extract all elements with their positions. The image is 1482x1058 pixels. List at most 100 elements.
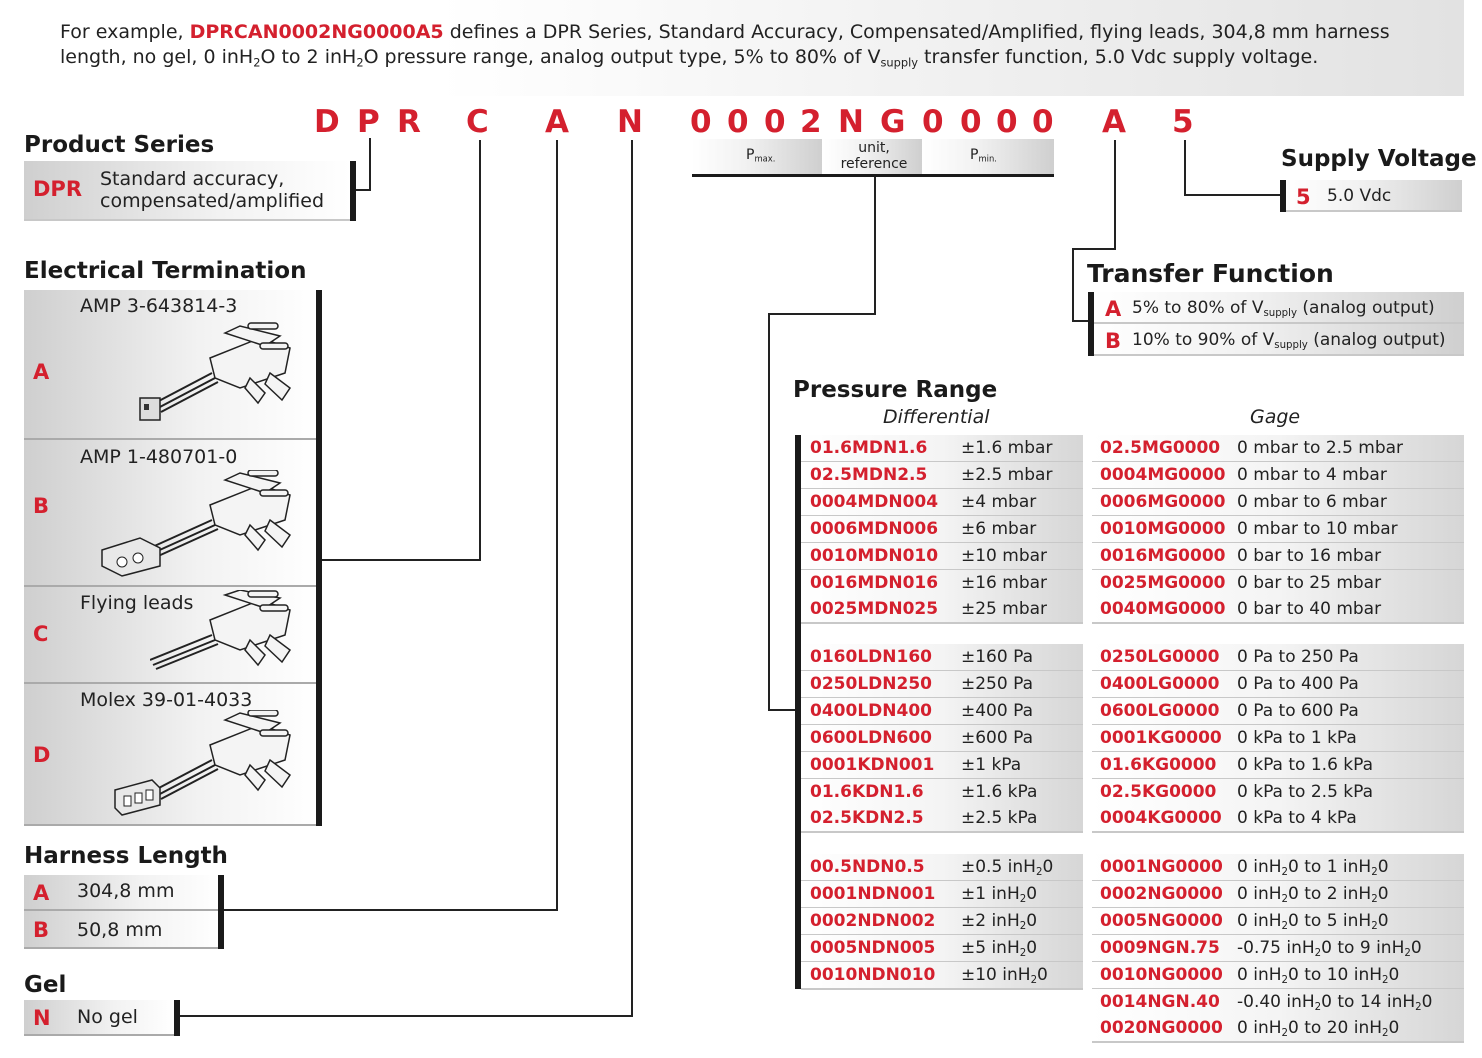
pressure-code: 0001KDN001	[810, 754, 935, 775]
pressure-range-value: ±25 mbar	[961, 599, 1048, 620]
amp-connector-sensor-image	[139, 322, 292, 421]
pressure-code: 0016MDN016	[810, 572, 939, 593]
pressure-range-value: ±5 inH20	[961, 937, 1038, 959]
transfer-option-b	[1094, 324, 1464, 356]
gage-label: Gage	[1250, 406, 1301, 428]
gel-title: Gel	[24, 972, 67, 998]
termination-label: Molex 39-01-4033	[80, 689, 253, 711]
pressure-code: 0001KG0000	[1100, 727, 1222, 748]
code-letter: A	[1102, 104, 1127, 140]
pressure-code: 0400LG0000	[1100, 673, 1220, 694]
pressure-code: 0160LDN160	[810, 647, 932, 667]
pressure-code: 0600LG0000	[1100, 700, 1220, 721]
pressure-range-value: ±1 kPa	[961, 754, 1022, 775]
pressure-range-value: ±1.6 mbar	[961, 438, 1053, 458]
pressure-code: 0400LDN400	[810, 700, 932, 721]
pressure-row: 0160LDN160 ±160 Pa	[801, 644, 1083, 672]
amp-connector-sensor-image	[101, 470, 292, 577]
supply-voltage-title: Supply Voltage	[1281, 146, 1477, 172]
pressure-row: 0005NDN005±5 inH20	[801, 934, 1083, 963]
pressure-code: 0001NG0000	[1100, 857, 1223, 877]
code-letter: 0	[727, 104, 750, 140]
pressure-row: 0400LG0000 0 Pa to 400 Pa	[1092, 670, 1464, 699]
pressure-range-value: 0 inH20 to 1 inH20	[1237, 857, 1389, 879]
harness-option-b	[24, 911, 218, 949]
product-series-title: Product Series	[24, 132, 215, 158]
gel-label: No gel	[77, 1006, 138, 1028]
pressure-row: 0016MDN016 ±16 mbar	[801, 569, 1083, 598]
pressure-row: 01.6KDN1.6±1.6 kPa	[801, 778, 1083, 807]
pressure-code: 0020NG0000	[1100, 1018, 1223, 1039]
transfer-label: 5% to 80% of Vsupply (analog output)	[1132, 298, 1435, 320]
pressure-code: 0010MG0000	[1100, 518, 1226, 539]
termination-code: B	[33, 494, 50, 518]
code-letter: 2	[800, 104, 823, 140]
pressure-range-value: 0 kPa to 1 kPa	[1237, 727, 1357, 748]
code-letter: D	[314, 104, 341, 140]
code-letter: 5	[1172, 104, 1195, 140]
pressure-range-value: -0.75 inH20 to 9 inH20	[1237, 937, 1422, 959]
harness-label: 304,8 mm	[77, 880, 175, 902]
pressure-code: 0014NGN.40	[1100, 991, 1220, 1012]
pressure-code: 02.5KG0000	[1100, 781, 1217, 802]
pressure-range-value: 0 kPa to 1.6 kPa	[1237, 754, 1374, 775]
pressure-range-value: ±2.5 kPa	[961, 808, 1038, 829]
pressure-row: 0001KDN001 ±1 kPa	[801, 751, 1083, 780]
code-letter: P	[357, 104, 381, 140]
pressure-row: 0001NDN001±1 inH20	[801, 880, 1083, 909]
unit-reference-label: unit,reference	[840, 140, 908, 172]
example-code: DPRCAN0002NG0000A5	[189, 21, 444, 43]
pressure-range-value: ±1.6 kPa	[961, 781, 1038, 802]
pressure-row: 0009NGN.75-0.75 inH20 to 9 inH20	[1092, 934, 1464, 963]
pressure-range-value: 0 mbar to 10 mbar	[1237, 518, 1398, 539]
pressure-code: 0040MG0000	[1100, 599, 1226, 620]
pressure-range-value: 0 Pa to 600 Pa	[1237, 700, 1359, 721]
pressure-range-value: ±2 inH20	[961, 910, 1038, 932]
pressure-row: 02.5KDN2.5±2.5 kPa	[801, 805, 1083, 834]
pressure-code: 0006MG0000	[1100, 491, 1226, 512]
transfer-option-a	[1094, 292, 1464, 324]
pressure-range-value: 0 mbar to 6 mbar	[1237, 491, 1387, 512]
pressure-row: 0006MG0000 0 mbar to 6 mbar	[1092, 488, 1464, 517]
pressure-range-value: 0 Pa to 250 Pa	[1237, 647, 1359, 667]
pressure-range-value: ±250 Pa	[961, 673, 1034, 694]
pressure-range-value: 0 mbar to 4 mbar	[1237, 464, 1387, 485]
pressure-row: 0001NG0000 0 inH20 to 1 inH20	[1092, 854, 1464, 882]
pressure-code: 0002NDN002	[810, 910, 936, 931]
pressure-range-value: ±160 Pa	[961, 647, 1034, 667]
pressure-code: 02.5MG0000	[1100, 438, 1221, 458]
pressure-code: 0025MDN025	[810, 599, 939, 620]
pressure-range-value: ±1 inH20	[961, 883, 1038, 905]
pressure-code: 02.5MDN2.5	[810, 464, 928, 485]
pressure-row: 02.5MDN2.5±2.5 mbar	[801, 461, 1083, 490]
pressure-range-value: ±16 mbar	[961, 572, 1048, 593]
pressure-code: 0025MG0000	[1100, 572, 1226, 593]
pressure-row: 0004MDN004±4 mbar	[801, 488, 1083, 517]
pressure-code: 0010NG0000	[1100, 964, 1223, 985]
pressure-code: 0004MG0000	[1100, 464, 1226, 485]
termination-code: A	[33, 360, 50, 384]
pressure-code: 0010MDN010	[810, 545, 939, 566]
transfer-label: 10% to 90% of Vsupply (analog output)	[1132, 330, 1446, 352]
code-letter: 0	[922, 104, 945, 140]
code-letter: C	[466, 104, 490, 140]
pressure-range-value: 0 inH20 to 5 inH20	[1237, 910, 1389, 932]
termination-label: AMP 1-480701-0	[80, 446, 238, 468]
pressure-range-value: 0 Pa to 400 Pa	[1237, 673, 1359, 694]
pressure-range-value: ±4 mbar	[961, 491, 1037, 512]
code-letter: 0	[960, 104, 983, 140]
pressure-code: 0016MG0000	[1100, 545, 1226, 566]
pressure-code: 0002NG0000	[1100, 883, 1223, 904]
pressure-range-value: 0 kPa to 2.5 kPa	[1237, 781, 1374, 802]
transfer-function-title: Transfer Function	[1087, 259, 1334, 288]
molex-connector-sensor-image	[114, 710, 292, 816]
pressure-row: 02.5KG0000 0 kPa to 2.5 kPa	[1092, 778, 1464, 807]
code-letter: N	[617, 104, 644, 140]
supply-voltage-label: 5.0 Vdc	[1327, 186, 1392, 206]
